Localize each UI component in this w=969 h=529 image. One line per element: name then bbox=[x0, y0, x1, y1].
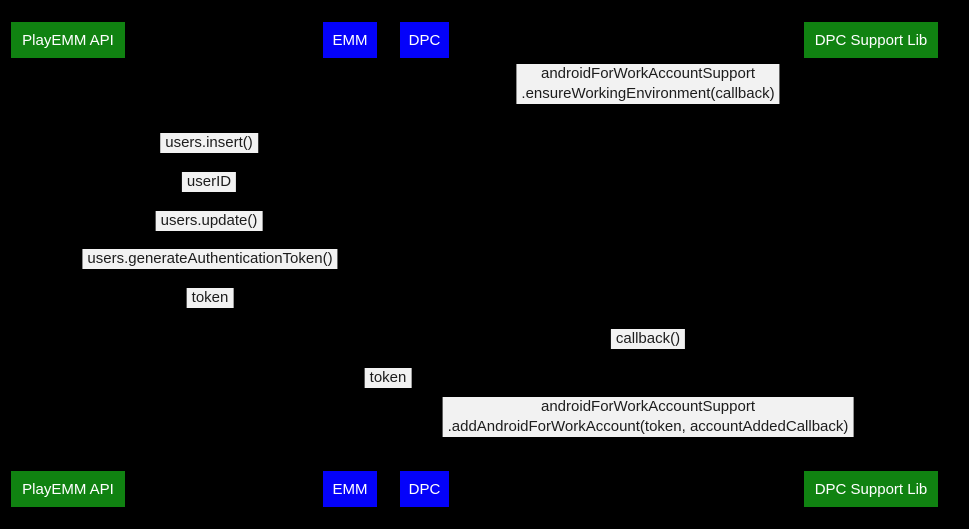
message-line: .addAndroidForWorkAccount(token, account… bbox=[447, 418, 849, 435]
message-label-ensure-working-environment: androidForWorkAccountSupport .ensureWork… bbox=[516, 64, 780, 104]
message-line: users.generateAuthenticationToken() bbox=[87, 250, 333, 267]
message-label-token-to-dpc: token bbox=[364, 368, 412, 388]
message-label-add-android-for-work-account: androidForWorkAccountSupport .addAndroid… bbox=[442, 397, 854, 437]
actor-box-emm-top: EMM bbox=[323, 22, 377, 58]
actor-box-dpc-top: DPC bbox=[400, 22, 449, 58]
actor-box-playemm-api-top: PlayEMM API bbox=[11, 22, 125, 58]
message-label-token-to-emm: token bbox=[186, 288, 234, 308]
message-label-generate-authentication-token: users.generateAuthenticationToken() bbox=[82, 249, 338, 269]
message-line: callback() bbox=[615, 330, 681, 347]
message-label-users-update: users.update() bbox=[155, 211, 263, 231]
message-line: userID bbox=[186, 173, 232, 190]
message-line: users.insert() bbox=[165, 134, 253, 151]
message-line: androidForWorkAccountSupport bbox=[540, 65, 755, 82]
actor-box-dpc-support-lib-top: DPC Support Lib bbox=[804, 22, 938, 58]
message-label-user-id: userID bbox=[181, 172, 237, 192]
message-line: token bbox=[369, 369, 407, 386]
actor-box-emm-bottom: EMM bbox=[323, 471, 377, 507]
message-line: .ensureWorkingEnvironment(callback) bbox=[521, 85, 775, 102]
message-line: androidForWorkAccountSupport bbox=[541, 398, 755, 415]
message-line: users.update() bbox=[160, 212, 258, 229]
actor-box-dpc-bottom: DPC bbox=[400, 471, 449, 507]
message-label-users-insert: users.insert() bbox=[160, 133, 258, 153]
message-label-callback: callback() bbox=[610, 329, 686, 349]
message-line: token bbox=[191, 289, 229, 306]
actor-box-playemm-api-bottom: PlayEMM API bbox=[11, 471, 125, 507]
actor-box-dpc-support-lib-bottom: DPC Support Lib bbox=[804, 471, 938, 507]
